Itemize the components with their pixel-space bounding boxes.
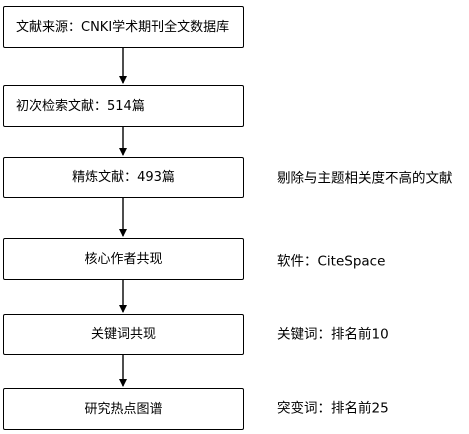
note-exclude-irrelevant: 剔除与主题相关度不高的文献: [277, 170, 453, 187]
step-initial-search-label: 初次检索文献：514篇: [16, 98, 145, 114]
note-keyword-rank: 关键词：排名前10: [277, 326, 389, 343]
step-core-author-cooccurrence: 核心作者共现: [3, 238, 244, 280]
note-burst-term-rank: 突变词：排名前25: [277, 400, 389, 417]
step-research-hotspot-map-label: 研究热点图谱: [84, 401, 163, 417]
step-data-source: 文献来源：CNKI学术期刊全文数据库: [3, 6, 244, 48]
step-data-source-label: 文献来源：CNKI学术期刊全文数据库: [16, 19, 230, 35]
step-refined-literature: 精炼文献：493篇: [3, 157, 244, 198]
step-research-hotspot-map: 研究热点图谱: [3, 388, 244, 430]
note-software: 软件：CiteSpace: [277, 253, 386, 270]
step-keyword-cooccurrence-label: 关键词共现: [90, 327, 156, 342]
step-keyword-cooccurrence: 关键词共现: [3, 314, 244, 355]
step-refined-literature-label: 精炼文献：493篇: [72, 170, 175, 185]
step-core-author-cooccurrence-label: 核心作者共现: [84, 251, 163, 267]
step-initial-search: 初次检索文献：514篇: [3, 85, 244, 127]
